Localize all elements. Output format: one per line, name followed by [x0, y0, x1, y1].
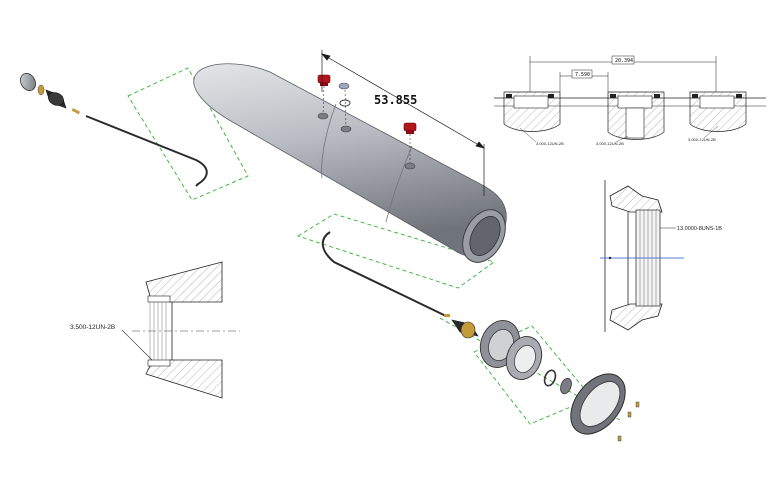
body-seam-1	[321, 103, 337, 179]
body-seam-2	[385, 145, 413, 223]
section-left-thread-bottom	[147, 359, 171, 367]
guide-plane-center	[296, 213, 496, 289]
washer-set	[338, 82, 351, 107]
igniter-wire-upper	[85, 115, 208, 187]
section-view-right: 13.0000-8UNS-1B	[600, 180, 722, 332]
section-right-bottom	[609, 303, 663, 331]
length-dimension-label: 53.855	[374, 93, 417, 107]
section-left-thread-top	[147, 295, 171, 303]
top-section-dimension-spacing: 7.590	[575, 72, 590, 78]
section-right-thread-callout: 13.0000-8UNS-1B	[677, 226, 722, 232]
body-open-end-inner	[469, 216, 501, 256]
top-section-dimension-overall: 20.394	[615, 58, 633, 64]
port-hole-2	[340, 125, 352, 133]
section-view-left: 3.500-12UN-2B	[70, 261, 240, 399]
section-view-top-right: 20.394 7.590 3.000-12UN-2B 3.000-12UN-2B…	[494, 55, 766, 146]
main-body-assembly: 53.855	[193, 50, 507, 263]
guide-plane-left	[127, 67, 249, 201]
plug-red-1	[317, 74, 331, 86]
section-right-top	[609, 185, 663, 213]
boss-right	[689, 91, 747, 132]
boss-middle	[607, 91, 665, 140]
top-section-thread-callout-3: 3.000-12UN-2B	[688, 137, 716, 142]
small-pin	[71, 107, 81, 115]
section-left-body-bottom	[145, 359, 223, 399]
top-section-thread-callout-2: 3.000-12UN-2B	[596, 141, 624, 146]
screws	[617, 401, 640, 442]
igniter-parts-lower	[321, 231, 640, 442]
top-section-thread-callout-1: 3.000-12UN-2B	[536, 141, 564, 146]
section-left-body-top	[145, 261, 223, 303]
small-ring-a	[543, 369, 557, 387]
cap-ring	[20, 73, 36, 91]
section-left-thread-callout: 3.500-12UN-2B	[70, 324, 115, 331]
nozzle-ring-2	[505, 336, 543, 380]
port-hole-3	[404, 162, 416, 170]
boss-left	[503, 91, 561, 132]
igniter-parts-upper	[20, 73, 208, 187]
retaining-ring	[570, 373, 626, 435]
small-pin-lower	[444, 314, 450, 317]
port-hole-1	[317, 112, 329, 120]
main-body	[193, 63, 507, 257]
small-ring-b	[560, 377, 572, 395]
plug-red-2	[403, 122, 417, 134]
small-washer	[37, 84, 45, 96]
igniter-wire-lower	[321, 231, 447, 317]
length-dimension	[321, 50, 485, 196]
